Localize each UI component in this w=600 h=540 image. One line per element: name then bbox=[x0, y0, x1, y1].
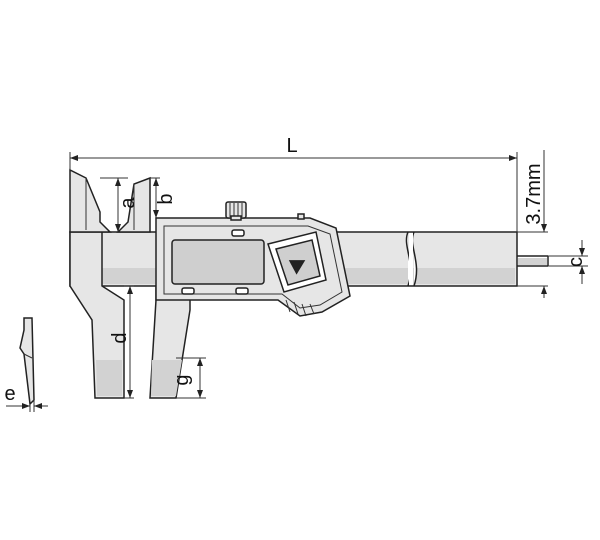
sliding-jaw bbox=[116, 176, 191, 399]
label-d: d bbox=[109, 332, 131, 343]
label-L: L bbox=[286, 135, 297, 157]
triangle-play-icon bbox=[288, 260, 306, 275]
small-button-left bbox=[181, 287, 195, 295]
label-g: g bbox=[171, 374, 193, 385]
dimension-lines bbox=[6, 150, 588, 412]
slider-body bbox=[155, 217, 351, 317]
label-thickness: 3.7mm bbox=[523, 163, 545, 224]
jaw-profile-detail bbox=[19, 317, 35, 406]
lcd-screen bbox=[171, 239, 265, 285]
label-e: e bbox=[4, 383, 15, 405]
label-c: c bbox=[565, 257, 587, 267]
depth-rod bbox=[517, 255, 549, 267]
small-button-right bbox=[235, 287, 249, 295]
small-button-top bbox=[231, 229, 245, 237]
label-a: a bbox=[117, 197, 139, 209]
knurled-wheel-icon bbox=[225, 201, 305, 221]
label-b: b bbox=[155, 193, 177, 204]
